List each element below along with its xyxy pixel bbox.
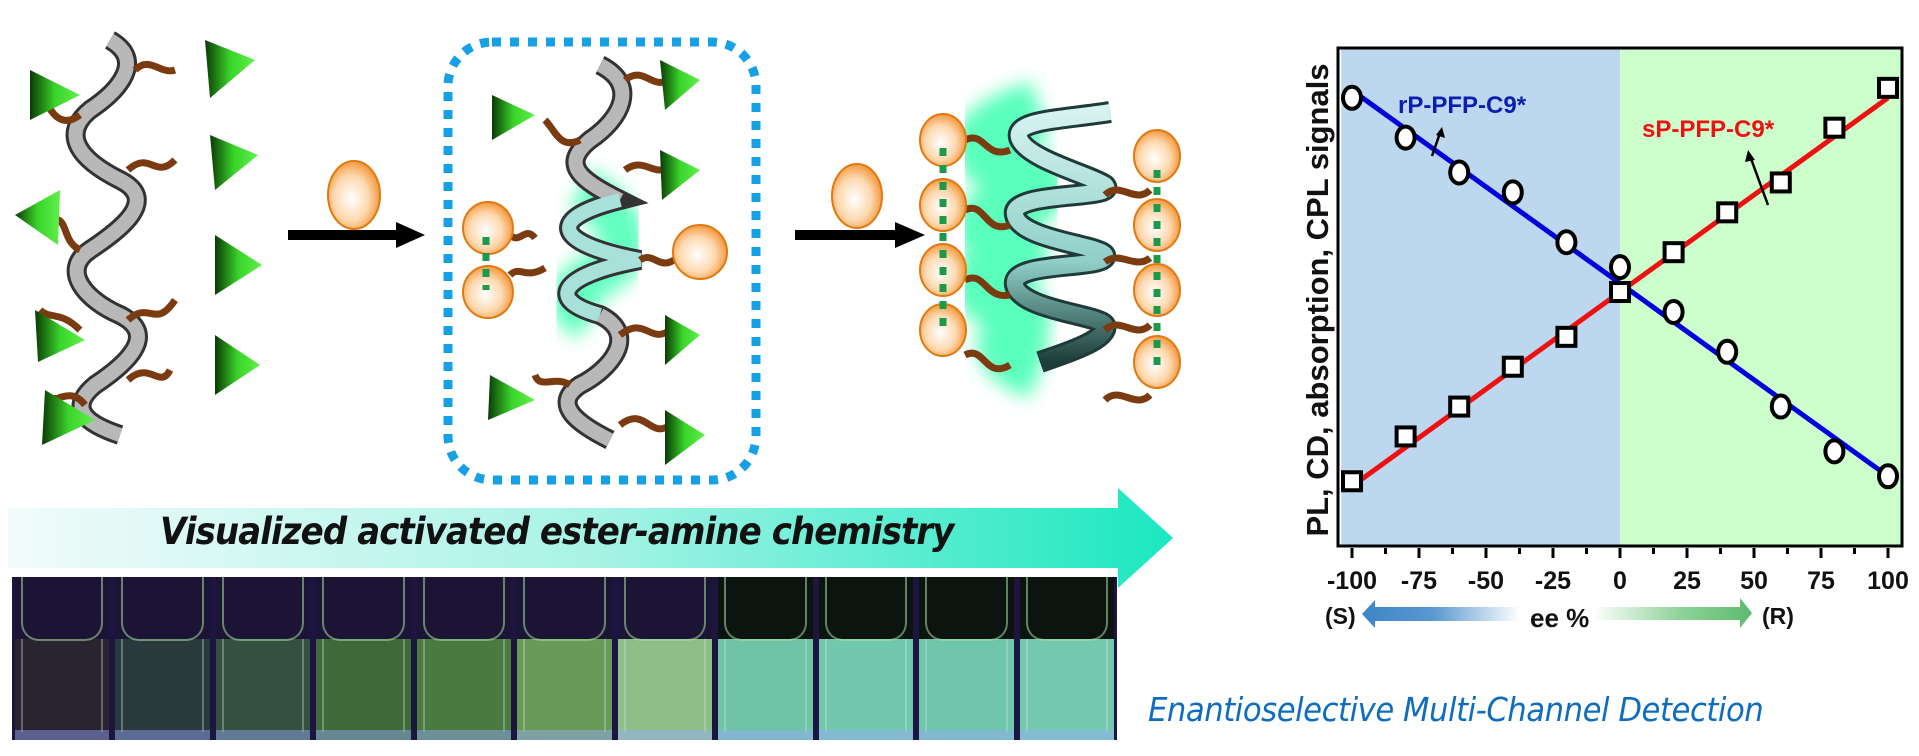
stage-2-intermediate [443,37,761,485]
data-point-circle [1609,254,1631,281]
arrow-right-icon [1592,598,1752,628]
x-axis-label: ee % [1530,603,1589,633]
banner-arrow [8,488,1173,588]
data-point-circle [1501,179,1524,206]
ee-chart: -100 -75 -50 -25 0 25 50 75 100 rP-PFP-C9* sP-PF… [1325,46,1909,633]
x-tick-label: -75 [1401,567,1437,595]
data-point-square [1501,355,1524,378]
data-point-square [1555,325,1578,348]
cuvette-photo [12,577,1117,740]
x-left-note: (S) [1325,603,1356,629]
data-point-square [1448,395,1471,418]
arrow-left-icon [1362,600,1520,628]
data-point-square [1769,171,1792,194]
hbond-dashes [939,148,1161,365]
data-point-circle [1394,124,1417,151]
x-tick-label: 0 [1613,567,1627,595]
data-point-square [1662,241,1685,264]
amine-sphere-icon [831,163,883,229]
x-tick-label: 100 [1867,567,1909,595]
reaction-arrow-1 [288,160,425,248]
x-tick-label: 25 [1673,567,1701,595]
data-point-square [1877,76,1899,99]
banner-caption: Visualized activated ester-amine chemist… [160,510,954,553]
dashed-highlight-box [443,37,761,485]
stage-3-helix [919,81,1181,404]
bound-amine-spheres [462,201,728,319]
amine-sphere-icon [327,160,381,230]
cuvette [313,577,414,740]
cuvette [815,577,917,740]
background-region [1620,48,1902,546]
cuvette [212,577,314,740]
data-point-circle [1823,438,1846,465]
footer-title: Enantioselective Multi-Channel Detection [1148,690,1764,729]
series-label-rP: rP-PFP-C9* [1398,92,1527,119]
data-point-circle [1555,229,1578,256]
data-point-circle [1877,463,1899,490]
sP-label-group: sP-PFP-C9* [1642,116,1775,206]
background-region [1341,48,1620,546]
x-right-note: (R) [1762,603,1794,629]
rP-label-group: rP-PFP-C9* [1398,92,1527,157]
x-tick-label: -100 [1327,567,1377,595]
x-tick-label: 75 [1807,567,1835,595]
x-tick-label: 50 [1740,567,1768,595]
data-point-circle [1448,159,1471,186]
data-point-square [1394,425,1417,448]
cuvette [514,577,615,740]
data-point-circle [1341,84,1363,111]
cuvette [916,577,1017,740]
data-point-square [1609,281,1631,304]
data-point-circle [1662,298,1685,325]
cuvette [1016,577,1117,740]
y-axis-label: PL, CD, absorption, CPL signals [1300,63,1335,537]
linker-chains [37,60,178,408]
x-tick-label: -50 [1468,567,1504,595]
reaction-scheme [15,31,1181,485]
cuvette [614,577,716,740]
cuvette [715,577,816,740]
cuvette [413,577,515,740]
data-point-square [1716,201,1739,224]
data-point-circle [1716,338,1739,365]
data-point-square [1823,116,1846,139]
ester-cone-icons [15,40,262,445]
data-point-circle [1769,393,1792,420]
ee-axis-caption: (S) ee % (R) [1325,598,1794,633]
data-point-square [1341,470,1363,493]
cuvette [112,577,213,740]
cuvette [12,577,113,740]
x-tick-label: -25 [1535,567,1571,595]
plot-frame [1336,46,1904,548]
stage-1-polymer [15,31,262,445]
series-label-sP: sP-PFP-C9* [1642,116,1775,143]
reaction-arrow-2 [795,163,925,248]
